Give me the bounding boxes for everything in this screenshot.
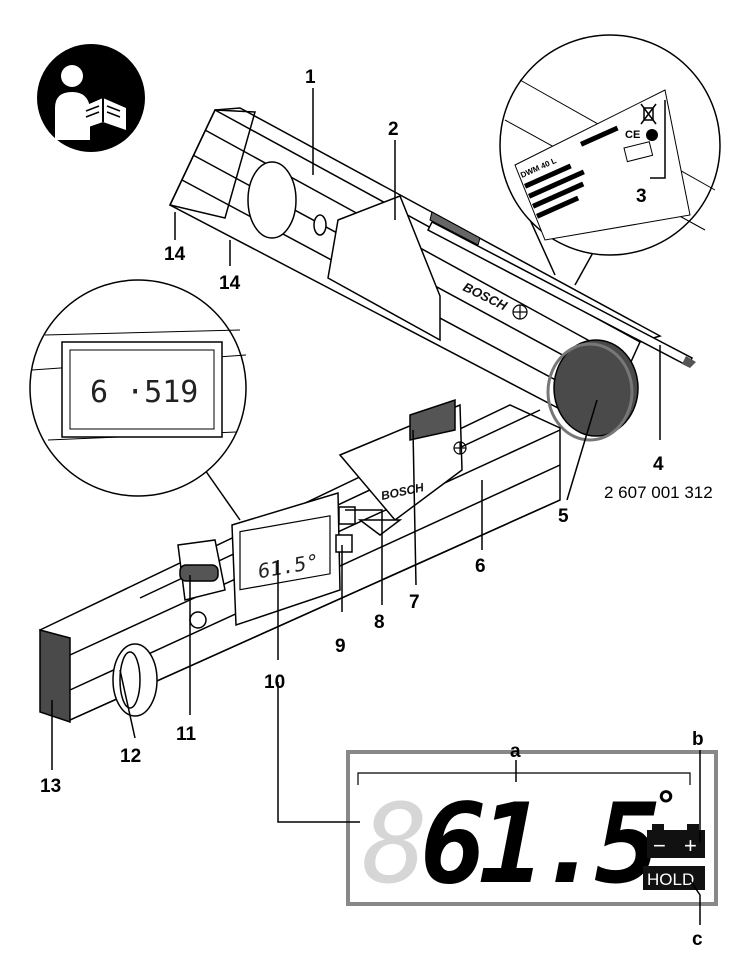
upper-logo-icon [512, 304, 528, 320]
battery-plus: + [684, 833, 697, 858]
callout-14-right: 14 [219, 273, 241, 294]
label-zoom-circle: DWM 40 L CE [499, 34, 721, 286]
callout-c: c [692, 929, 703, 950]
callout-5: 5 [558, 506, 569, 527]
recycle-bin-icon [640, 103, 657, 125]
callout-1: 1 [305, 67, 316, 88]
callout-9: 9 [335, 636, 346, 657]
large-display-reading: 61.5 [420, 780, 657, 908]
certification-icon [646, 129, 658, 141]
callout-3: 3 [636, 186, 647, 207]
battery-minus: − [653, 833, 666, 858]
large-display: 8 61.5 ° − + HOLD [346, 750, 718, 908]
label-barcode [524, 125, 619, 219]
function-buttons [335, 506, 403, 553]
display-cover-panel [327, 195, 441, 342]
callout-b: b [692, 729, 704, 750]
display-area: 61.5° [231, 491, 341, 627]
callout-2: 2 [388, 119, 399, 140]
callout-4: 4 [653, 454, 664, 475]
leader-lines [51, 88, 701, 925]
slope-housing [338, 398, 463, 522]
mounting-rail [426, 211, 696, 368]
main-logo-icon [453, 441, 467, 455]
callout-a: a [510, 741, 521, 762]
callout-10: 10 [264, 672, 285, 693]
part-number: 2 607 001 312 [604, 483, 713, 502]
callout-11: 11 [176, 724, 197, 745]
display-zoom-circle: 6 ·519 [29, 279, 247, 521]
ghost-digit-1: 8 [362, 780, 428, 908]
horizontal-vial [112, 643, 158, 717]
callout-6: 6 [475, 556, 486, 577]
callout-12: 12 [120, 746, 141, 767]
callout-8: 8 [374, 612, 385, 633]
callout-13: 13 [40, 776, 61, 797]
hold-label: HOLD [647, 870, 694, 889]
battery-indicator-icon: − + [647, 824, 705, 858]
main-end-cap [39, 629, 71, 724]
callout-7: 7 [409, 592, 420, 613]
inverted-display-reading: 6 ·519 [90, 375, 198, 410]
upper-vial [247, 161, 327, 239]
degree-symbol: ° [658, 783, 674, 827]
callout-14-left: 14 [164, 244, 186, 265]
upper-end-cap [546, 339, 639, 442]
read-manual-icon [37, 44, 145, 152]
ce-mark: CE [625, 129, 640, 141]
